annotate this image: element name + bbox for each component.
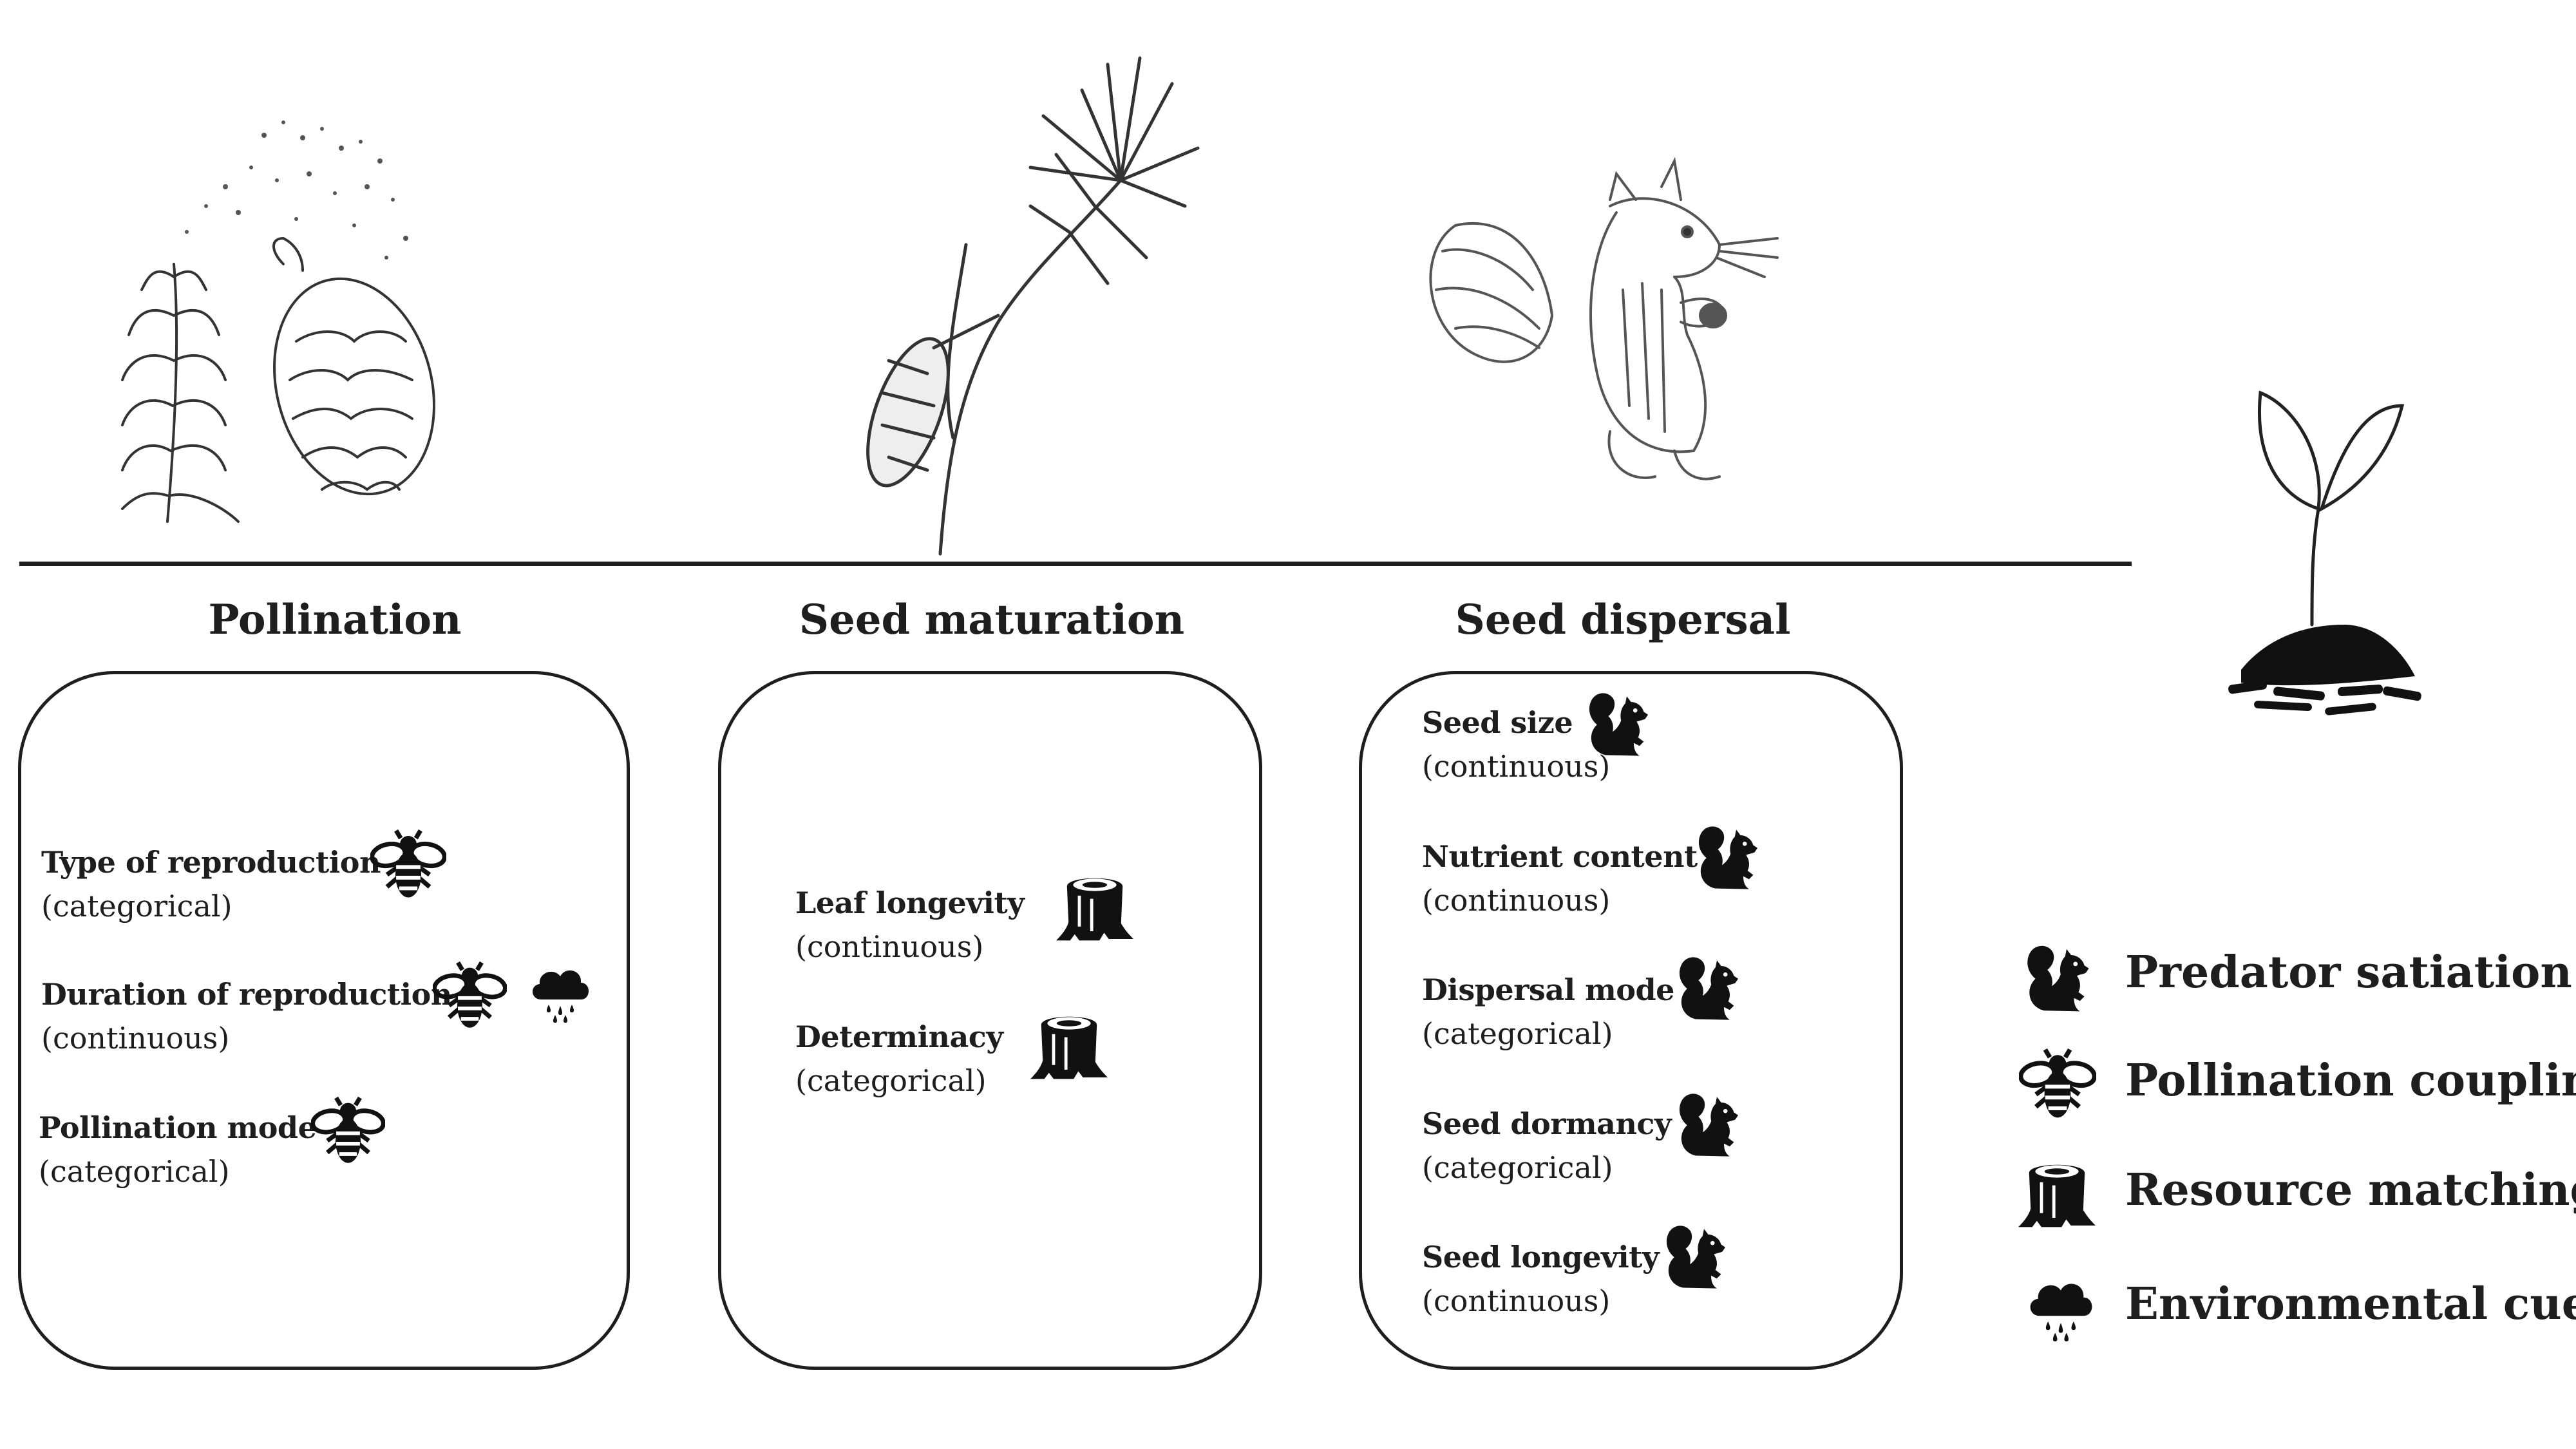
trait-kind: (categorical) [1422,1016,1613,1051]
trait-kind: (continuous) [795,929,984,964]
squirrel-icon [1674,1088,1745,1159]
rain-cloud-icon [2025,1272,2096,1343]
bee-icon [370,828,446,904]
tree-stump-icon [2016,1156,2098,1233]
legend-resource-matching: Resource matching [2125,1164,2576,1216]
trait-name: Leaf longevity [795,886,1025,920]
legend-environmental-cue: Environmental cue [2125,1278,2576,1330]
bee-icon [433,960,507,1034]
trait-kind: (categorical) [39,1154,230,1189]
legend-predator-satiation: Predator satiation [2125,947,2572,998]
squirrel-icon [1662,1220,1732,1291]
trait-duration-of-reproduction: Duration of reproduction (continuous) [41,977,452,1056]
trait-dispersal-mode: Dispersal mode (categorical) [1422,972,1674,1051]
rain-cloud-icon [528,960,592,1024]
stage-title-seed-dispersal: Seed dispersal [1455,596,1791,644]
trait-seed-size: Seed size (continuous) [1422,705,1610,784]
seed-dispersal-card [1359,671,1903,1370]
trait-kind: (categorical) [795,1063,987,1098]
trait-kind: (categorical) [41,889,232,923]
trait-kind: (continuous) [41,1021,230,1056]
bee-icon [311,1095,385,1169]
pine-branch-illustration [866,56,1200,556]
bee-icon [2019,1046,2096,1124]
trait-kind: (continuous) [1422,1283,1611,1318]
trait-pollination-mode: Pollination mode (categorical) [39,1110,317,1189]
trait-name: Seed dormancy [1422,1106,1672,1141]
trait-name: Dispersal mode [1422,972,1674,1007]
squirrel-icon [1584,688,1655,759]
tree-stump-icon [1054,869,1136,947]
trait-name: Nutrient content [1422,839,1698,874]
trait-kind: (continuous) [1422,749,1611,784]
squirrel-icon [2022,940,2096,1014]
tree-stump-icon [1028,1008,1110,1085]
squirrel-illustration [1429,156,1779,480]
stage-title-seed-maturation: Seed maturation [799,596,1185,644]
pollination-card [18,671,630,1370]
timeline-rule [19,562,2132,566]
squirrel-icon [1694,821,1765,892]
trait-kind: (categorical) [1422,1150,1613,1185]
trait-kind: (continuous) [1422,883,1611,918]
trait-determinacy: Determinacy (categorical) [795,1019,1003,1098]
trait-name: Pollination mode [39,1110,317,1145]
trait-nutrient-content: Nutrient content (continuous) [1422,839,1698,918]
trait-name: Determinacy [795,1019,1003,1054]
seed-maturation-card [718,671,1262,1370]
seedling-illustration [2228,390,2421,715]
trait-leaf-longevity: Leaf longevity (continuous) [795,886,1025,964]
legend-pollination-coupling: Pollination coupling [2125,1055,2576,1106]
pollen-cone-illustration [121,120,435,523]
stage-title-pollination: Pollination [208,596,462,644]
trait-name: Seed size [1422,705,1573,740]
squirrel-icon [1674,952,1745,1023]
trait-type-of-reproduction: Type of reproduction (categorical) [41,845,381,923]
trait-name: Type of reproduction [41,845,381,880]
trait-name: Duration of reproduction [41,977,452,1012]
trait-name: Seed longevity [1422,1240,1660,1274]
trait-seed-dormancy: Seed dormancy (categorical) [1422,1106,1672,1185]
trait-seed-longevity: Seed longevity (continuous) [1422,1240,1660,1318]
